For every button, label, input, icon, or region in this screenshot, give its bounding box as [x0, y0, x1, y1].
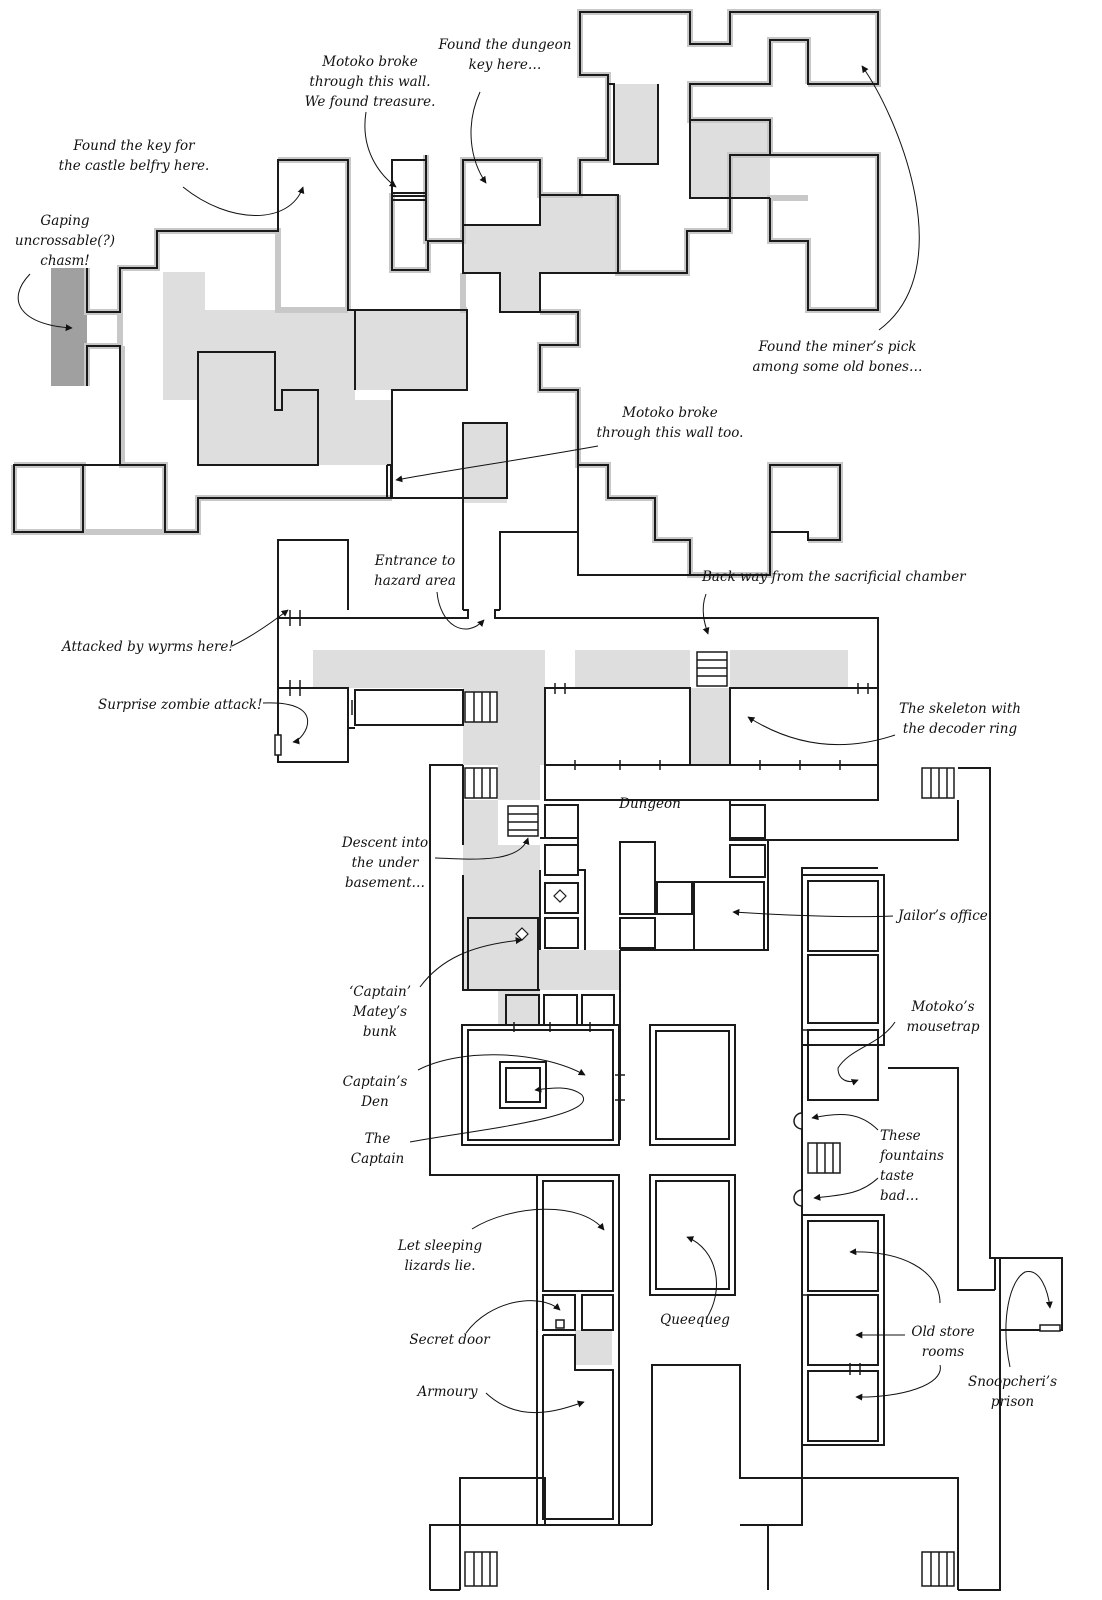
- secret-door-marker: [555, 1319, 565, 1329]
- hazard-floor: [163, 84, 770, 503]
- chasm-area: [51, 268, 87, 386]
- label-descent: Descent into the under basement…: [341, 835, 429, 891]
- cave-walls: [11, 9, 881, 610]
- label-store-rooms: Old store rooms: [911, 1324, 975, 1360]
- label-the-captain: The Captain: [350, 1131, 405, 1167]
- label-wall-treasure: Motoko broke through this wall. We found…: [304, 54, 436, 110]
- broken-walls: [386, 195, 426, 498]
- arrow-icon: [17, 65, 1053, 1414]
- dungeon-walls: [277, 539, 1063, 1591]
- label-dungeon-key: Found the dungeon key here…: [438, 37, 572, 73]
- label-captains-den: Captain’s Den: [342, 1074, 408, 1110]
- label-matey: ‘Captain’ Matey’s bunk: [348, 984, 412, 1040]
- label-secret-door: Secret door: [409, 1332, 490, 1348]
- label-dungeon: Dungeon: [619, 796, 681, 812]
- label-zombie: Surprise zombie attack!: [98, 697, 263, 713]
- label-skeleton: The skeleton with the decoder ring: [899, 701, 1021, 737]
- label-snoopcheri: Snoopcheri’s prison: [967, 1374, 1058, 1410]
- label-lizards: Let sleeping lizards lie.: [397, 1238, 483, 1274]
- door-icon: [289, 610, 869, 1375]
- label-wall-too: Motoko broke through this wall too.: [596, 405, 744, 441]
- label-miners-pick: Found the miner’s pick among some old bo…: [752, 339, 923, 375]
- upper-caves: [11, 9, 881, 610]
- label-entrance-hazard: Entrance to hazard area: [374, 553, 456, 589]
- label-mousetrap: Motoko’s mousetrap: [906, 999, 980, 1035]
- secret-door-icon: [274, 734, 282, 756]
- label-jailor: Jailor’s office: [898, 908, 988, 924]
- label-back-way: Back way from the sacrificial chamber: [702, 569, 966, 585]
- stairs-icon: [464, 651, 955, 1587]
- label-queequeg: Queequeg: [660, 1312, 730, 1328]
- prison-door-icon: [1039, 1324, 1061, 1332]
- label-fountains: These fountains taste bad…: [880, 1128, 944, 1204]
- dungeon-floor: [313, 650, 848, 1365]
- dungeon-level: [274, 539, 1063, 1591]
- label-armoury: Armoury: [417, 1384, 478, 1400]
- label-belfry-key: Found the key for the castle belfry here…: [58, 138, 210, 174]
- fountain-icon: [793, 1112, 803, 1207]
- label-chasm: Gaping uncrossable(?) chasm!: [14, 213, 116, 269]
- label-wyrms: Attacked by wyrms here!: [62, 639, 234, 655]
- diamond-marker-icon: [515, 889, 567, 941]
